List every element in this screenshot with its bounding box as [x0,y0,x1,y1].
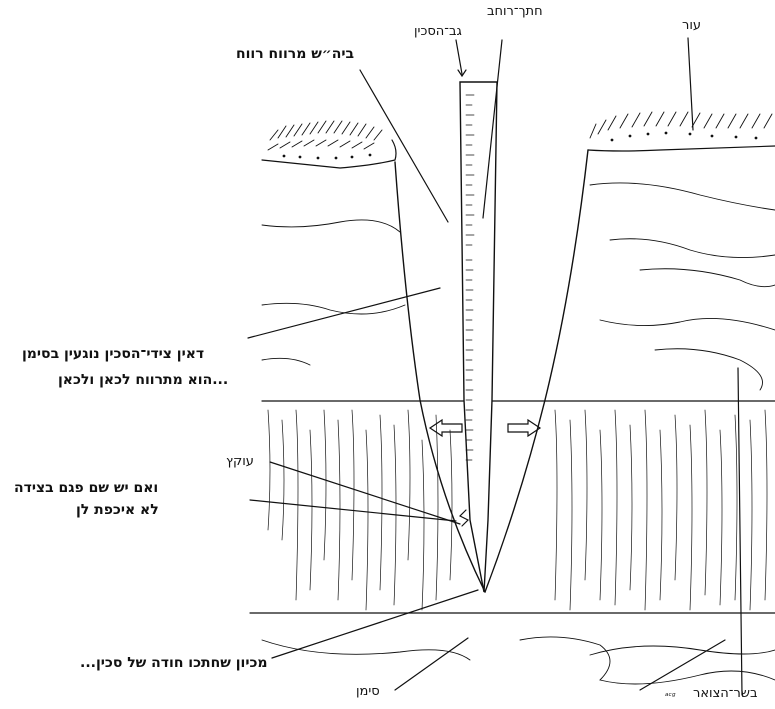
cut-cavity-right-wall [485,150,588,592]
skin-pores [283,132,758,160]
skin-surface-right [588,146,775,151]
label-siman: סימן [356,684,380,700]
tissue-contours [262,183,775,390]
label-ample-room: ביה״ש מרווח רווח [236,46,354,63]
label-wide-cut: חתך־רוחב [487,4,543,20]
blade-notch [460,510,468,526]
spread-arrow-left [430,420,462,436]
spread-arrow-right [508,420,540,436]
leader-skin [688,38,693,130]
hair-strokes-left [268,121,382,150]
label-sides-line2: ...הוא מתרווח לכאן ולכאן [58,372,228,389]
leader-ample-room [360,70,448,222]
leader-notch [250,500,456,521]
label-sides-line1: דאין צידי־הסכין נוגעין בסימן [22,346,204,363]
label-notch-line2: לא איכפת לן [76,502,159,519]
label-neck-flesh: בשר־הצואר [693,686,758,702]
leader-knife-back [456,40,462,74]
artist-signature: ᵃᶜᵍ [665,692,676,703]
lower-contours [262,637,775,684]
label-okets: עוקץ [226,454,254,470]
label-notch-line1: ואם יש שם פגם בצידה [14,480,158,497]
label-knife-back: גב־הסכין [414,24,462,40]
leader-neck-flesh-1 [738,368,742,695]
hair-strokes-right [590,112,772,138]
leader-okets [270,462,460,524]
leader-sharp-edge [272,590,478,658]
knife-blade [460,82,497,592]
skin-surface-left [262,140,396,168]
label-skin: עור [682,18,701,34]
label-sharp-edge: מכיון שחתכו חודה של סכין... [80,655,268,672]
leader-siman [395,638,468,690]
